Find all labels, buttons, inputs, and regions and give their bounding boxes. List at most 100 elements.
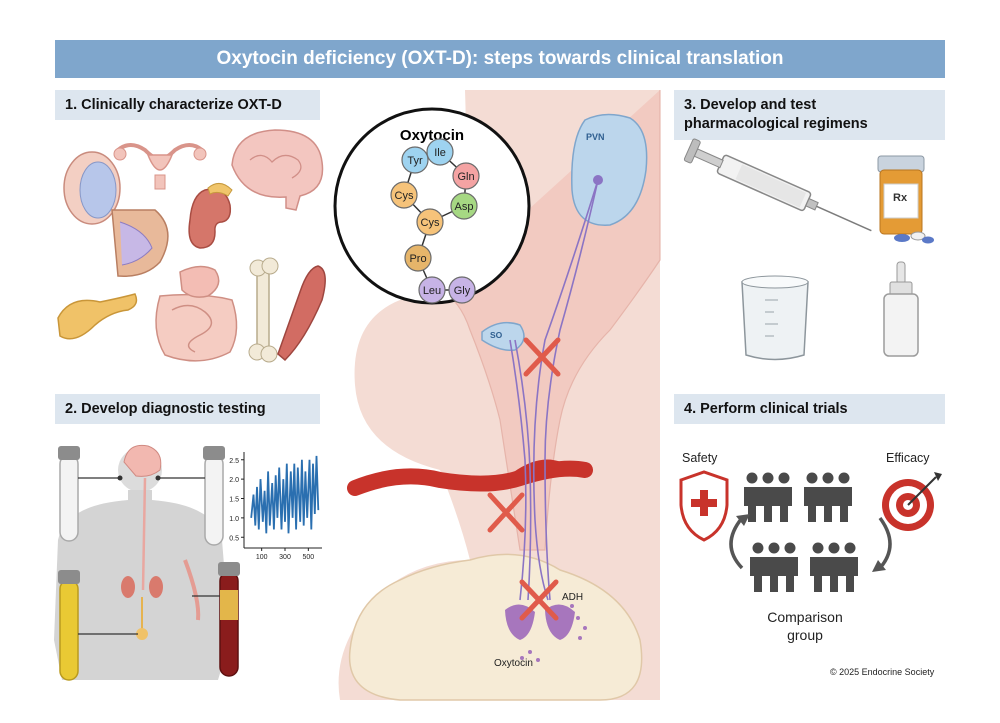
breast-icon [111, 209, 169, 277]
person-icon [810, 542, 826, 592]
comparison-arrows [729, 516, 892, 570]
brain-icon [231, 129, 324, 211]
participant-group-3 [810, 542, 858, 592]
test-tube-urine [58, 570, 138, 681]
pulsatility-chart: 0.5 1.0 1.5 2.0 2.5 100 300 500 [229, 452, 322, 561]
pill-bottle-icon: Rx [877, 155, 934, 244]
participant-group-0 [744, 472, 792, 522]
deficiency-x-marks [487, 337, 561, 621]
trial-participant-groups [744, 472, 858, 592]
participant-group-1 [804, 472, 852, 522]
x-tick-label: 500 [302, 554, 314, 561]
residue-label: Ile [434, 147, 446, 159]
uterus-icon [113, 143, 207, 190]
pituitary-illustration [338, 90, 661, 701]
person-icon [782, 542, 798, 592]
comparison-group-label-line1: Comparison [767, 609, 842, 625]
person-icon [820, 472, 836, 522]
residue-pro-6: Pro [404, 244, 432, 272]
section-4-title: 4. Perform clinical trials [684, 401, 848, 417]
bone-icon [248, 257, 279, 363]
residue-label: Leu [423, 285, 441, 297]
copyright-notice: © 2025 Endocrine Society [830, 667, 935, 677]
x-mark-hypothalamus [523, 337, 561, 377]
residue-leu-7: Leu [418, 276, 446, 304]
rx-label: Rx [893, 192, 908, 204]
residue-label: Pro [409, 253, 426, 265]
residue-cys-4: Cys [390, 181, 418, 209]
residue-cys-5: Cys [416, 208, 444, 236]
safety-label: Safety [682, 451, 718, 465]
residue-ile-1: Ile [426, 138, 454, 166]
section-4-header: 4. Perform clinical trials [674, 394, 945, 424]
person-icon [842, 542, 858, 592]
residue-label: Asp [455, 201, 474, 213]
comparison-group-label-line2: group [787, 627, 823, 643]
chart-y-ticks: 0.5 1.0 1.5 2.0 2.5 [229, 458, 244, 542]
section-3-title-line1: 3. Develop and test [684, 97, 817, 113]
safety-shield-icon [679, 470, 729, 542]
title-banner: Oxytocin deficiency (OXT-D): steps towar… [55, 40, 945, 78]
section-1-header: 1. Clinically characterize OXT-D [55, 90, 320, 120]
efficacy-label: Efficacy [886, 451, 930, 465]
x-tick-label: 300 [279, 554, 291, 561]
person-icon [766, 542, 782, 592]
y-tick-label: 0.5 [229, 535, 239, 542]
pancreas-icon [57, 293, 138, 340]
so-label: SO [490, 330, 503, 340]
test-tube-blood [192, 562, 240, 677]
body-silhouette [54, 444, 230, 680]
kidney-icon [188, 183, 233, 249]
arrow-head-left [736, 514, 750, 526]
y-tick-label: 1.5 [229, 497, 239, 504]
residue-label: Tyr [407, 155, 423, 167]
oxytocin-release-label: Oxytocin [494, 658, 533, 669]
residue-asp-3: Asp [450, 192, 478, 220]
x-mark-stalk [487, 492, 525, 533]
section-2-header: 2. Develop diagnostic testing [55, 394, 320, 424]
residue-gln-2: Gln [452, 162, 480, 190]
pvn-label: PVN [586, 132, 605, 142]
intestine-icon [155, 265, 238, 362]
residue-label: Gln [457, 171, 474, 183]
section-2-title: 2. Develop diagnostic testing [65, 401, 266, 417]
test-tube-csf-left [58, 446, 123, 542]
efficacy-target-icon [882, 472, 942, 531]
arrow-head-right [872, 560, 886, 572]
residue-gly-8: Gly [448, 276, 476, 304]
section-1-title: 1. Clinically characterize OXT-D [65, 97, 282, 113]
participant-group-2 [750, 542, 798, 592]
organs-illustration [57, 129, 326, 363]
person-icon [750, 542, 766, 592]
muscle-icon [277, 265, 326, 362]
test-tube-csf-right [155, 446, 225, 546]
section-3-header: 3. Develop and test pharmacological regim… [674, 90, 945, 140]
residue-label: Gly [454, 285, 471, 297]
residue-label: Cys [395, 190, 414, 202]
x-tick-label: 100 [256, 554, 268, 561]
person-icon [804, 472, 820, 522]
testis-icon [63, 151, 121, 225]
section-3-title-line2: pharmacological regimens [684, 116, 868, 132]
chart-series-line [250, 455, 320, 534]
beaker-icon [741, 275, 809, 361]
person-icon [760, 472, 776, 522]
nasal-spray-icon [883, 261, 919, 357]
y-tick-label: 1.0 [229, 516, 239, 523]
chart-x-ticks: 100 300 500 [256, 548, 314, 561]
person-icon [744, 472, 760, 522]
person-icon [776, 472, 792, 522]
x-mark-posterior-pituitary [519, 579, 559, 621]
y-tick-label: 2.5 [229, 458, 239, 465]
residue-label: Cys [421, 217, 440, 229]
person-icon [836, 472, 852, 522]
residue-tyr-0: Tyr [401, 146, 429, 174]
title-text: Oxytocin deficiency (OXT-D): steps towar… [216, 48, 784, 69]
person-icon [826, 542, 842, 592]
syringe-icon [683, 138, 872, 232]
peptide-title: Oxytocin [400, 127, 464, 144]
adh-label: ADH [562, 592, 583, 603]
y-tick-label: 2.0 [229, 477, 239, 484]
